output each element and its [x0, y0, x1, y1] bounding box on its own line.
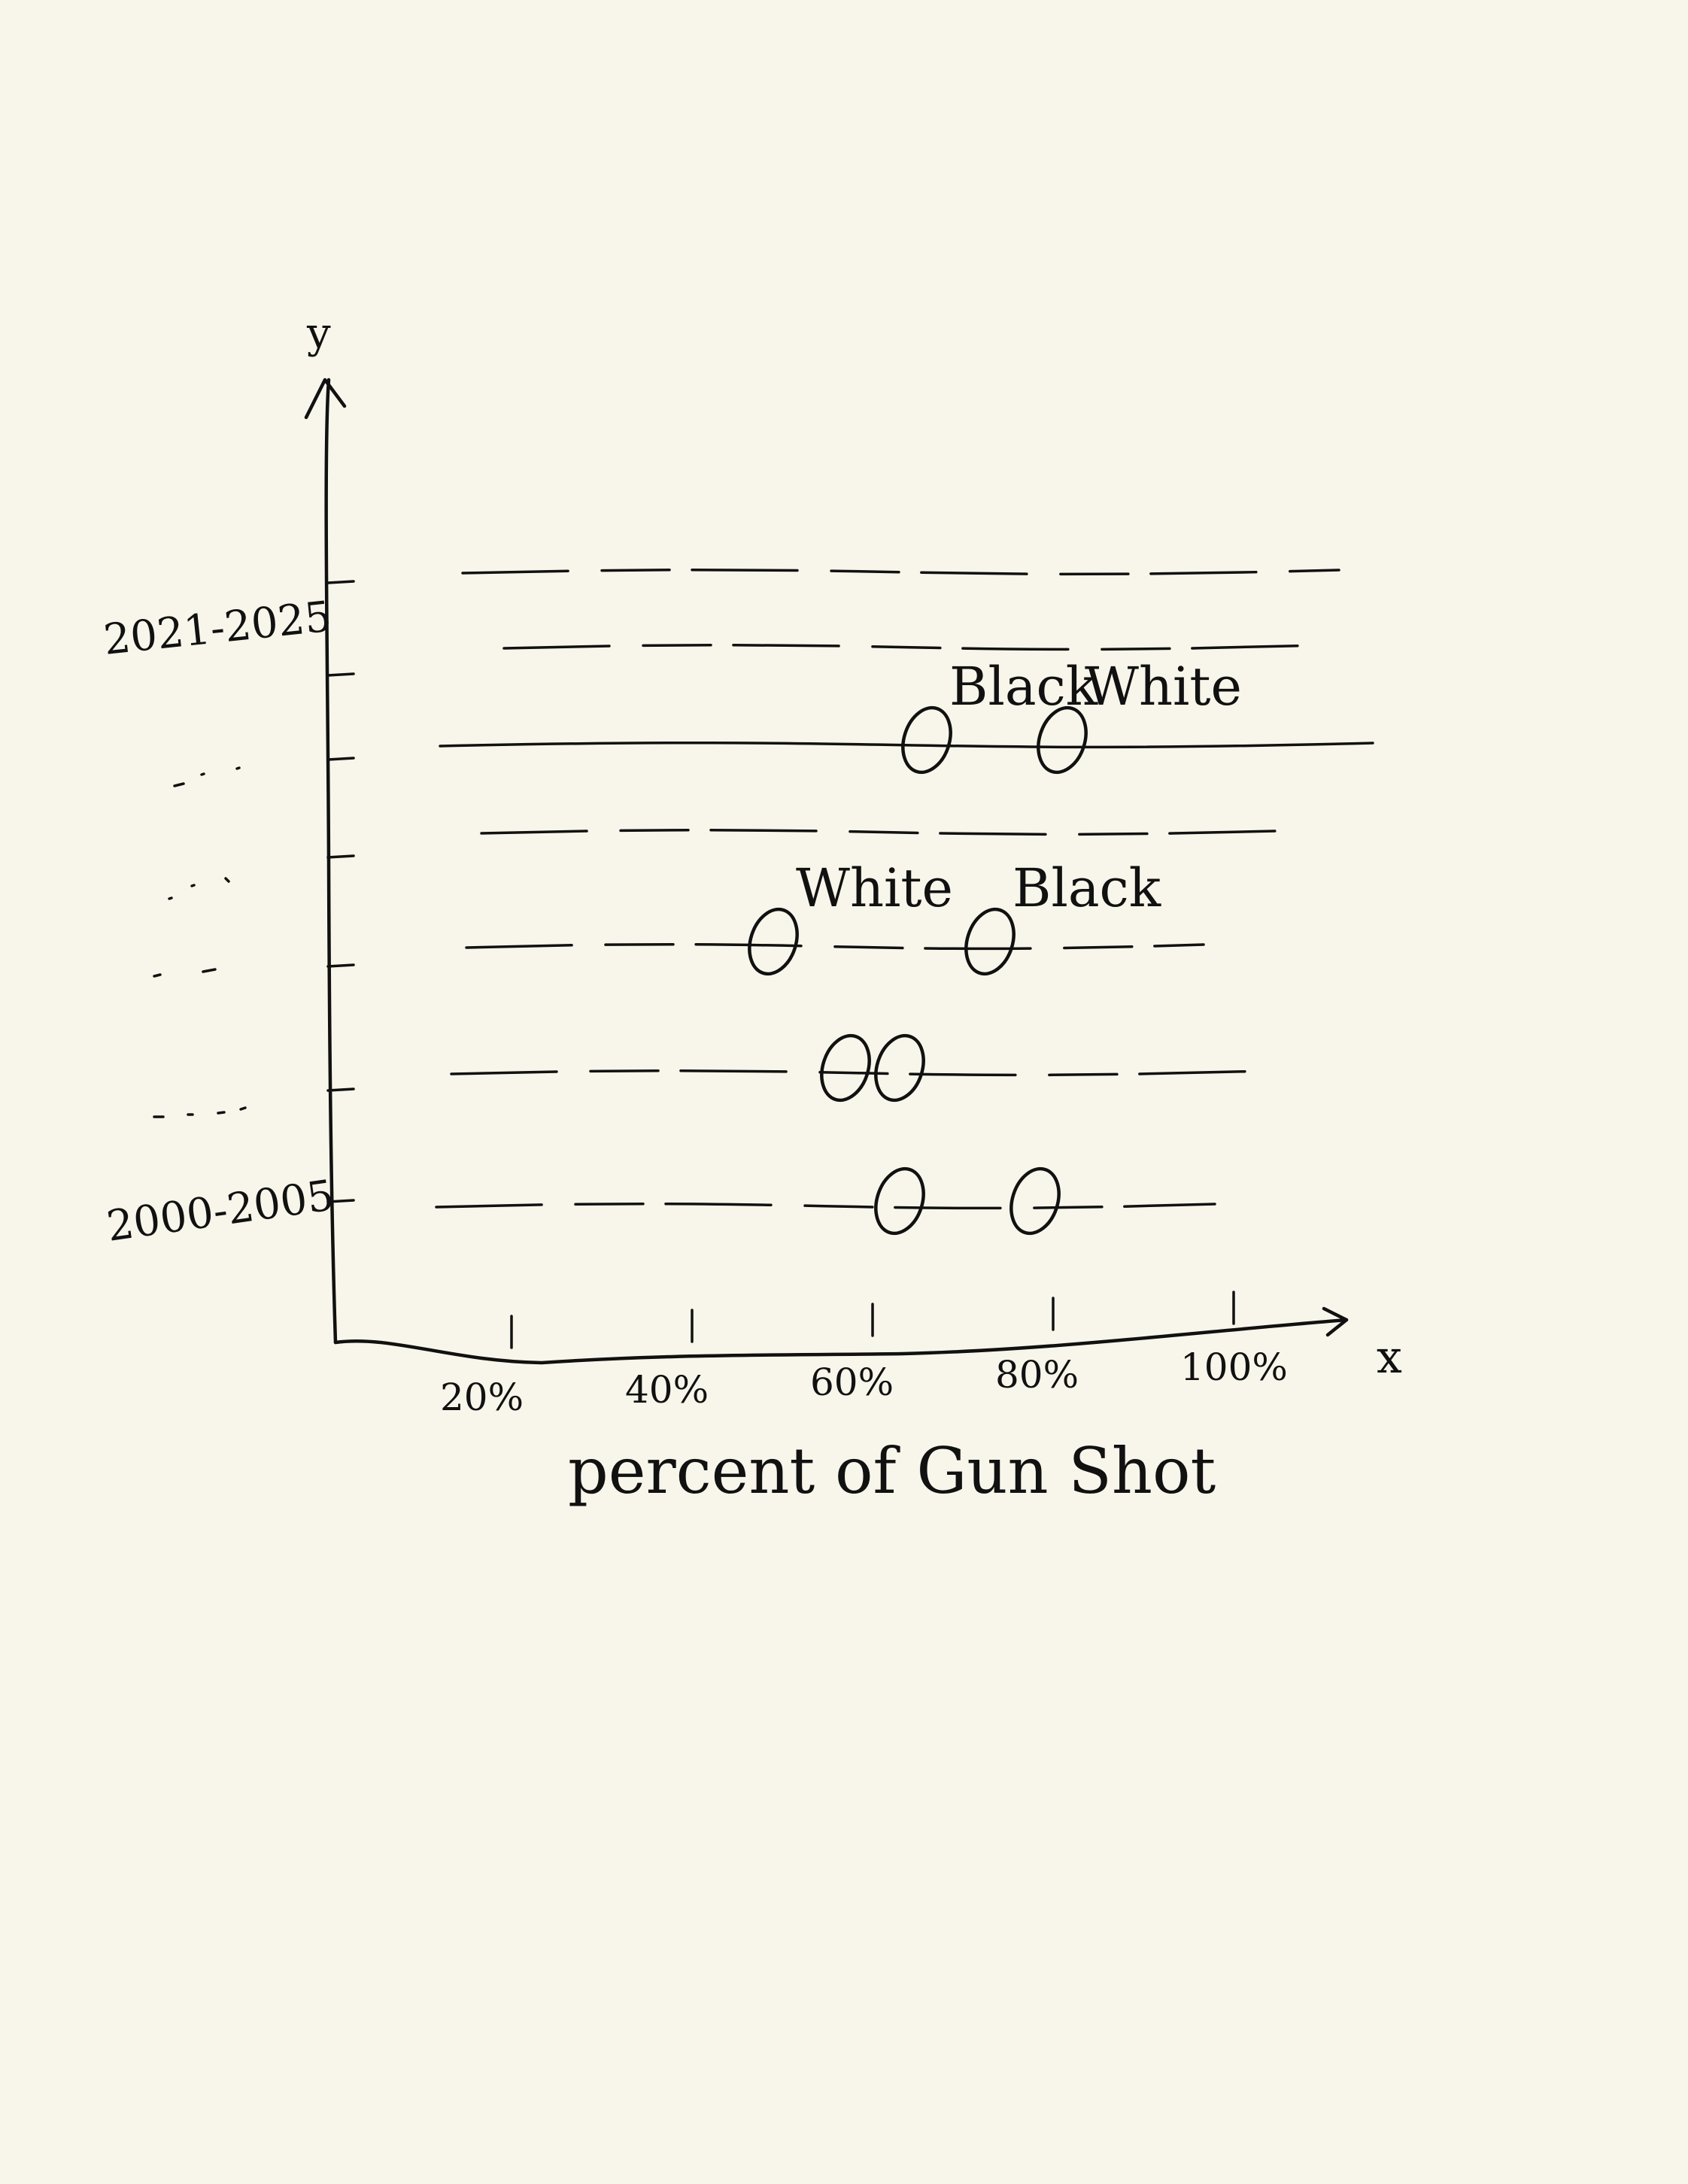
row-6 [502, 643, 1318, 651]
data-point [1037, 705, 1088, 775]
x-tick-label: 100% [1180, 1345, 1288, 1389]
point-annotation: Black [1012, 857, 1161, 919]
data-point [874, 1033, 925, 1103]
data-point [874, 1166, 925, 1236]
row-guide-line [502, 643, 1318, 651]
point-annotation: White [1085, 656, 1242, 717]
y-tick-mark [326, 757, 355, 761]
data-point [901, 705, 952, 775]
row-guide-line [439, 741, 1374, 749]
x-tick-label: 60% [810, 1360, 894, 1404]
y-tick-mark [326, 672, 355, 677]
row-2 [450, 1033, 1265, 1103]
row-3: White Black [465, 857, 1205, 976]
row-1 [435, 1166, 1216, 1236]
y-axis [324, 378, 338, 1345]
point-annotation: White [796, 857, 953, 919]
y-axis-label: y [306, 309, 331, 358]
y-tick-mark [326, 1087, 355, 1092]
x-axis [333, 1318, 1349, 1365]
x-axis-arrowhead [1322, 1306, 1349, 1337]
y-tick-mark [326, 580, 355, 584]
y-axis-ticks [326, 580, 355, 1203]
y-tick-label-bottom: 2000-2005 [104, 1171, 337, 1251]
y-tick-mark [326, 963, 355, 968]
x-tick-label: 80% [995, 1353, 1079, 1397]
data-point [1009, 1166, 1061, 1236]
row-7 [461, 568, 1340, 576]
x-axis-symbol: x [1377, 1331, 1402, 1384]
x-axis-ticks: 20% 40% 60% 80% 100% [440, 1291, 1288, 1419]
data-point [748, 907, 799, 976]
y-axis-arrowhead [304, 378, 347, 420]
y-tick-label-top: 2021-2025 [102, 593, 334, 665]
x-tick-label: 20% [440, 1376, 524, 1419]
row-guide-line [450, 1069, 1265, 1077]
y-tick-ellipsis-marks [153, 766, 247, 1118]
x-axis-title: percent of Gun Shot [568, 1434, 1216, 1508]
row-guide-line [461, 568, 1340, 576]
y-tick-mark [326, 854, 355, 859]
row-guide-line [480, 828, 1303, 836]
data-point [820, 1033, 871, 1103]
row-4 [480, 828, 1303, 836]
row-guide-line [465, 942, 1205, 951]
data-point [964, 907, 1016, 976]
x-tick-label: 40% [625, 1368, 709, 1412]
y-tick-mark [326, 1199, 355, 1203]
row-guide-line [435, 1202, 1216, 1210]
